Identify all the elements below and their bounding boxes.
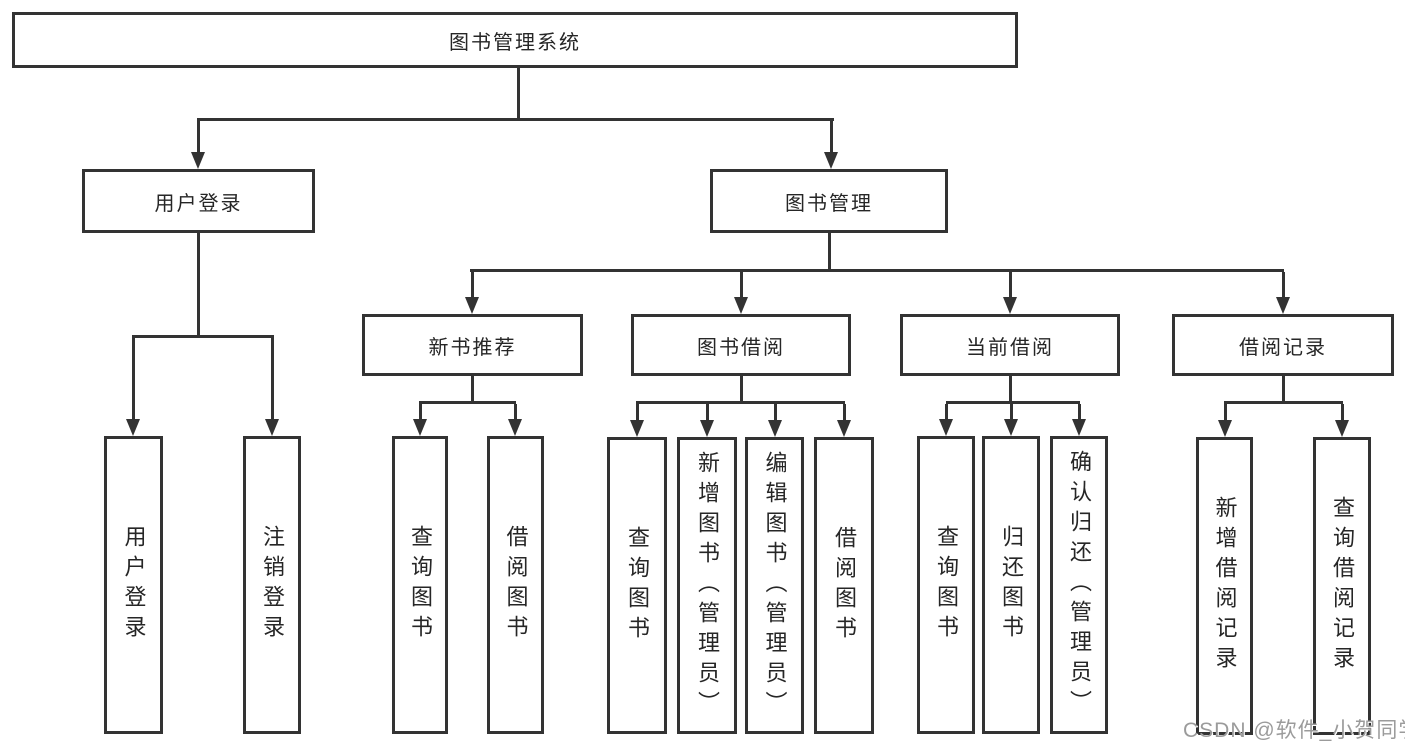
leaf-label: 新增借阅记录 <box>1212 496 1238 676</box>
connector-arrow <box>824 121 838 169</box>
connector-arrow <box>413 404 427 436</box>
connector-hline <box>1224 401 1343 404</box>
connector-hline <box>636 401 845 404</box>
node-user-login: 用户登录 <box>82 169 315 233</box>
leaf-label: 查询图书 <box>625 525 650 646</box>
node-label: 图书管理系统 <box>449 31 581 54</box>
leaf-current-return-books: 归还图书 <box>982 436 1040 734</box>
connector-vline <box>471 376 474 403</box>
leaf-label: 查询借阅记录 <box>1330 496 1355 676</box>
leaf-borrowing-borrow-books: 借阅图书 <box>814 437 874 734</box>
connector-arrow <box>1004 404 1018 436</box>
node-label: 借阅记录 <box>1239 336 1327 359</box>
connector-vline <box>517 68 520 120</box>
leaf-current-query-books: 查询图书 <box>917 436 975 734</box>
leaf-user-login: 用户登录 <box>104 436 163 734</box>
connector-arrow <box>508 404 522 436</box>
connector-hline <box>197 118 834 121</box>
leaf-label: 借阅图书 <box>832 525 857 646</box>
leaf-records-add-borrow-record: 新增借阅记录 <box>1196 437 1253 735</box>
node-label: 新书推荐 <box>428 336 517 359</box>
connector-hline <box>132 335 274 338</box>
watermark-text: CSDN @软件_小贺同学 <box>1183 719 1405 742</box>
leaf-label: 归还图书 <box>999 525 1024 645</box>
node-label: 用户登录 <box>154 192 243 215</box>
node-label: 图书管理 <box>785 192 873 215</box>
connector-arrow <box>1276 272 1290 314</box>
connector-vline <box>197 233 200 337</box>
leaf-recommend-borrow-books: 借阅图书 <box>487 436 544 734</box>
leaf-borrowing-edit-books-admin: 编辑图书（管理员） <box>745 437 804 734</box>
connector-arrow <box>837 404 851 437</box>
leaf-label: 确认归还（管理员） <box>1067 450 1092 720</box>
leaf-records-query-borrow-record: 查询借阅记录 <box>1313 437 1371 735</box>
connector-arrow <box>1335 404 1349 437</box>
connector-arrow <box>126 338 140 436</box>
leaf-borrowing-add-books-admin: 新增图书（管理员） <box>677 437 737 734</box>
node-book-borrowing: 图书借阅 <box>631 314 851 376</box>
node-borrowing-records: 借阅记录 <box>1172 314 1394 376</box>
connector-arrow <box>465 272 479 314</box>
connector-hline <box>419 401 516 404</box>
node-library-management-system: 图书管理系统 <box>12 12 1018 68</box>
leaf-label: 查询图书 <box>408 525 433 645</box>
node-book-management: 图书管理 <box>710 169 948 233</box>
node-new-book-recommendation: 新书推荐 <box>362 314 583 376</box>
leaf-label: 注销登录 <box>260 525 285 645</box>
connector-arrow <box>700 404 714 437</box>
connector-arrow <box>768 404 782 437</box>
connector-hline <box>946 401 1080 404</box>
connector-arrow <box>1072 404 1086 436</box>
connector-arrow <box>1218 404 1232 437</box>
leaf-label: 查询图书 <box>934 525 959 645</box>
connector-arrow <box>939 404 953 436</box>
leaf-current-confirm-return-admin: 确认归还（管理员） <box>1050 436 1108 734</box>
connector-arrow <box>191 121 205 169</box>
node-label: 图书借阅 <box>697 336 785 359</box>
leaf-borrowing-query-books: 查询图书 <box>607 437 667 734</box>
leaf-logout-login: 注销登录 <box>243 436 301 734</box>
leaf-label: 新增图书（管理员） <box>695 450 720 721</box>
connector-vline <box>828 233 831 271</box>
node-label: 当前借阅 <box>966 336 1054 359</box>
connector-vline <box>740 376 743 403</box>
connector-arrow <box>630 404 644 437</box>
connector-arrow <box>734 272 748 314</box>
connector-arrow <box>265 338 279 436</box>
leaf-label: 借阅图书 <box>503 525 529 645</box>
node-current-borrowing: 当前借阅 <box>900 314 1120 376</box>
connector-hline <box>470 269 1284 272</box>
connector-vline <box>1009 376 1012 403</box>
leaf-label: 编辑图书（管理员） <box>762 450 788 721</box>
leaf-label: 用户登录 <box>121 525 147 645</box>
leaf-recommend-query-books: 查询图书 <box>392 436 448 734</box>
connector-arrow <box>1003 272 1017 314</box>
connector-vline <box>1282 376 1285 403</box>
